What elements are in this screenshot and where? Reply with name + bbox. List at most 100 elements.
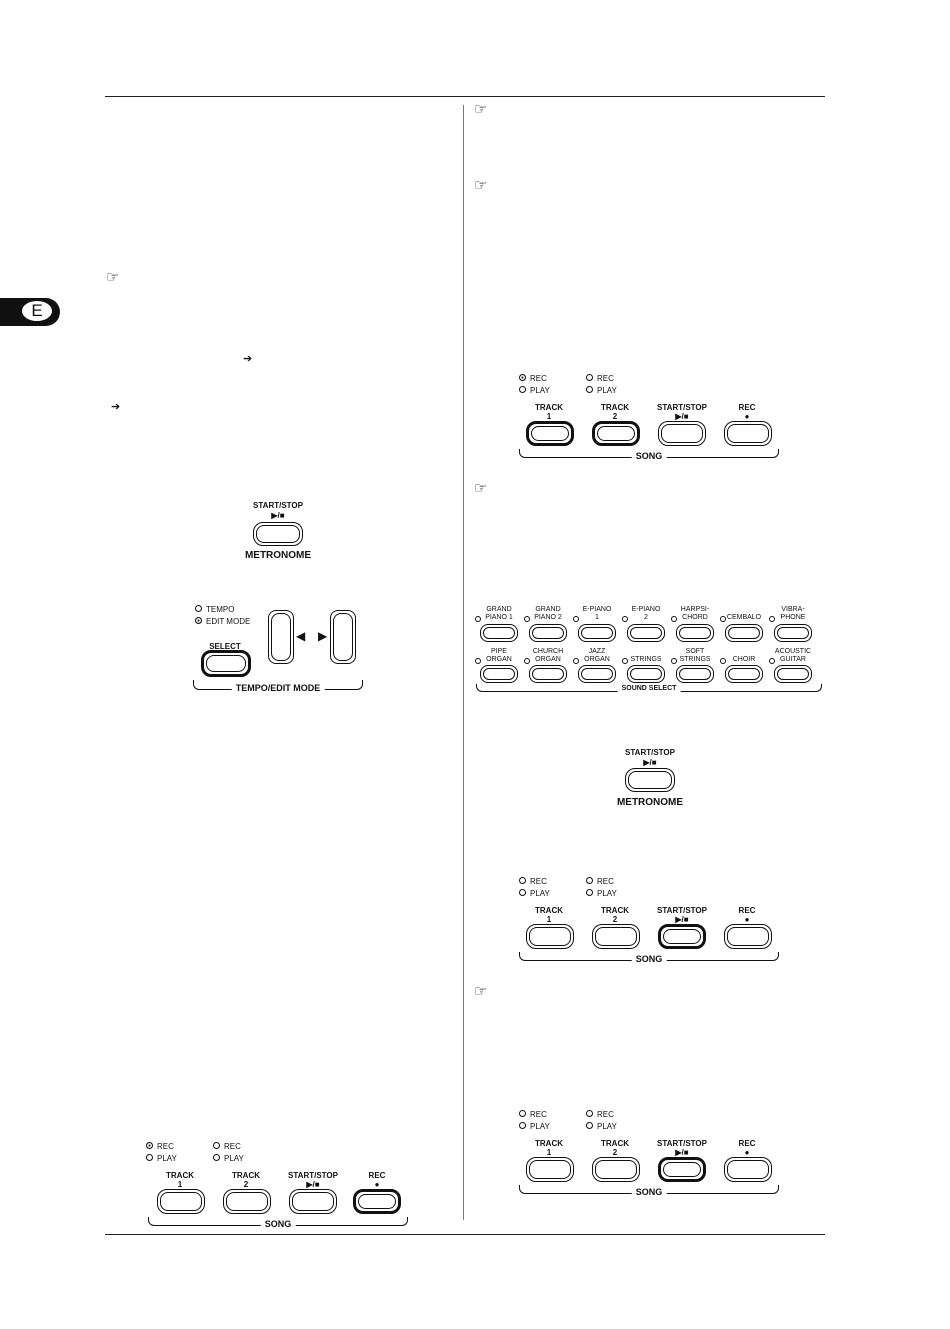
track1-rec-indicator: REC [519, 1109, 547, 1120]
rec-label: REC [530, 877, 547, 886]
track2-number: 2 [243, 1180, 249, 1189]
metronome-start-stop-button[interactable] [253, 522, 303, 546]
rec-label: REC [530, 1110, 547, 1119]
sound-label-line2: ORGAN [535, 656, 561, 663]
sound-label-line2: ORGAN [584, 656, 610, 663]
start-stop-button[interactable] [289, 1189, 337, 1214]
select-button[interactable] [201, 650, 251, 677]
led [586, 877, 593, 885]
track2-rec-indicator: REC [213, 1141, 241, 1152]
rec-symbol: ● [744, 412, 750, 421]
sound-led [671, 616, 677, 622]
track1-number: 1 [546, 1148, 552, 1157]
rec-button[interactable] [724, 1157, 772, 1182]
edit-mode-led [195, 617, 202, 625]
start-stop-label: START/STOP [657, 403, 707, 412]
track1-play-indicator: PLAY [519, 385, 550, 396]
sound-button[interactable] [725, 624, 763, 642]
track2-label: TRACK [601, 1139, 629, 1148]
sound-button[interactable] [578, 665, 616, 683]
tempo-indicator: TEMPO [195, 604, 234, 615]
rec-button[interactable] [724, 924, 772, 949]
sound-button[interactable] [578, 624, 616, 642]
sound-label-line1: VIBRA- [781, 606, 805, 613]
pointing-hand-icon: ☞ [474, 983, 488, 1000]
sound-button[interactable] [480, 665, 518, 683]
track1-button[interactable] [526, 924, 574, 949]
sound-label-line1: CHURCH [532, 648, 564, 655]
track1-button[interactable] [526, 1157, 574, 1182]
edit-mode-indicator: EDIT MODE [195, 616, 250, 627]
rec-symbol: ● [374, 1180, 380, 1189]
track1-button[interactable] [526, 421, 574, 446]
increase-button[interactable] [330, 610, 356, 664]
sound-button[interactable] [480, 624, 518, 642]
track2-number: 2 [612, 1148, 618, 1157]
sound-button[interactable] [529, 624, 567, 642]
metronome-title: METRONOME [616, 797, 684, 808]
track2-button[interactable] [592, 924, 640, 949]
sound-button[interactable] [627, 624, 665, 642]
song-panel: REC PLAY REC PLAY TRACK 1 TRACK 2 START/… [519, 1109, 784, 1204]
track1-number: 1 [177, 1180, 183, 1189]
song-title: SONG [631, 1187, 667, 1197]
sound-label-line1: JAZZ [588, 648, 606, 655]
sound-label-line1: E-PIANO [582, 606, 612, 613]
play-stop-symbol: ▶/■ [271, 511, 285, 520]
track1-rec-indicator: REC [519, 373, 547, 384]
sound-label-line2: 2 [644, 614, 648, 621]
track2-button[interactable] [592, 421, 640, 446]
start-stop-label: START/STOP [253, 501, 303, 510]
sound-label-line2: CHORD [682, 614, 708, 621]
rec-button[interactable] [724, 421, 772, 446]
track2-rec-indicator: REC [586, 1109, 614, 1120]
led [586, 386, 593, 394]
language-tab-letter: E [22, 301, 52, 321]
track1-button[interactable] [157, 1189, 205, 1214]
sound-label-line2: PHONE [780, 614, 806, 621]
rec-button[interactable] [353, 1189, 401, 1214]
track1-play-indicator: PLAY [519, 1121, 550, 1132]
start-stop-button[interactable] [658, 421, 706, 446]
rec-symbol: ● [744, 915, 750, 924]
pointing-hand-icon: ☞ [474, 101, 488, 118]
language-tab: E [0, 298, 60, 326]
led [519, 386, 526, 394]
rec-label: REC [597, 877, 614, 886]
sound-button[interactable] [774, 624, 812, 642]
sound-label-line2: 1 [595, 614, 599, 621]
pointing-hand-icon: ☞ [474, 480, 488, 497]
led [519, 889, 526, 897]
sound-button[interactable] [627, 665, 665, 683]
pointing-hand-icon: ☞ [474, 177, 488, 194]
led [519, 374, 526, 382]
start-stop-button[interactable] [658, 924, 706, 949]
track1-number: 1 [546, 915, 552, 924]
decrease-button[interactable] [268, 610, 294, 664]
sound-led [622, 616, 628, 622]
sound-label-line2: STRINGS [679, 656, 711, 663]
metronome-start-stop-button[interactable] [625, 768, 675, 792]
rec-button-label: REC [738, 1139, 756, 1148]
sound-button[interactable] [676, 624, 714, 642]
bottom-rule [105, 1234, 825, 1235]
track2-button[interactable] [223, 1189, 271, 1214]
sound-button[interactable] [774, 665, 812, 683]
track2-button[interactable] [592, 1157, 640, 1182]
sound-button[interactable] [725, 665, 763, 683]
sound-button[interactable] [676, 665, 714, 683]
sound-label-line2: PIANO 1 [485, 614, 513, 621]
sound-label-line1: HARPSI- [680, 606, 710, 613]
rec-label: REC [597, 1110, 614, 1119]
start-stop-button[interactable] [658, 1157, 706, 1182]
sound-label-line1: GRAND [486, 606, 512, 613]
sound-led [622, 658, 628, 664]
song-title: SONG [260, 1219, 296, 1229]
rec-button-label: REC [368, 1171, 386, 1180]
rec-label: REC [597, 374, 614, 383]
track2-play-indicator: PLAY [586, 888, 617, 899]
track2-label: TRACK [601, 906, 629, 915]
led [586, 374, 593, 382]
sound-button[interactable] [529, 665, 567, 683]
play-stop-symbol: ▶/■ [675, 1148, 689, 1157]
